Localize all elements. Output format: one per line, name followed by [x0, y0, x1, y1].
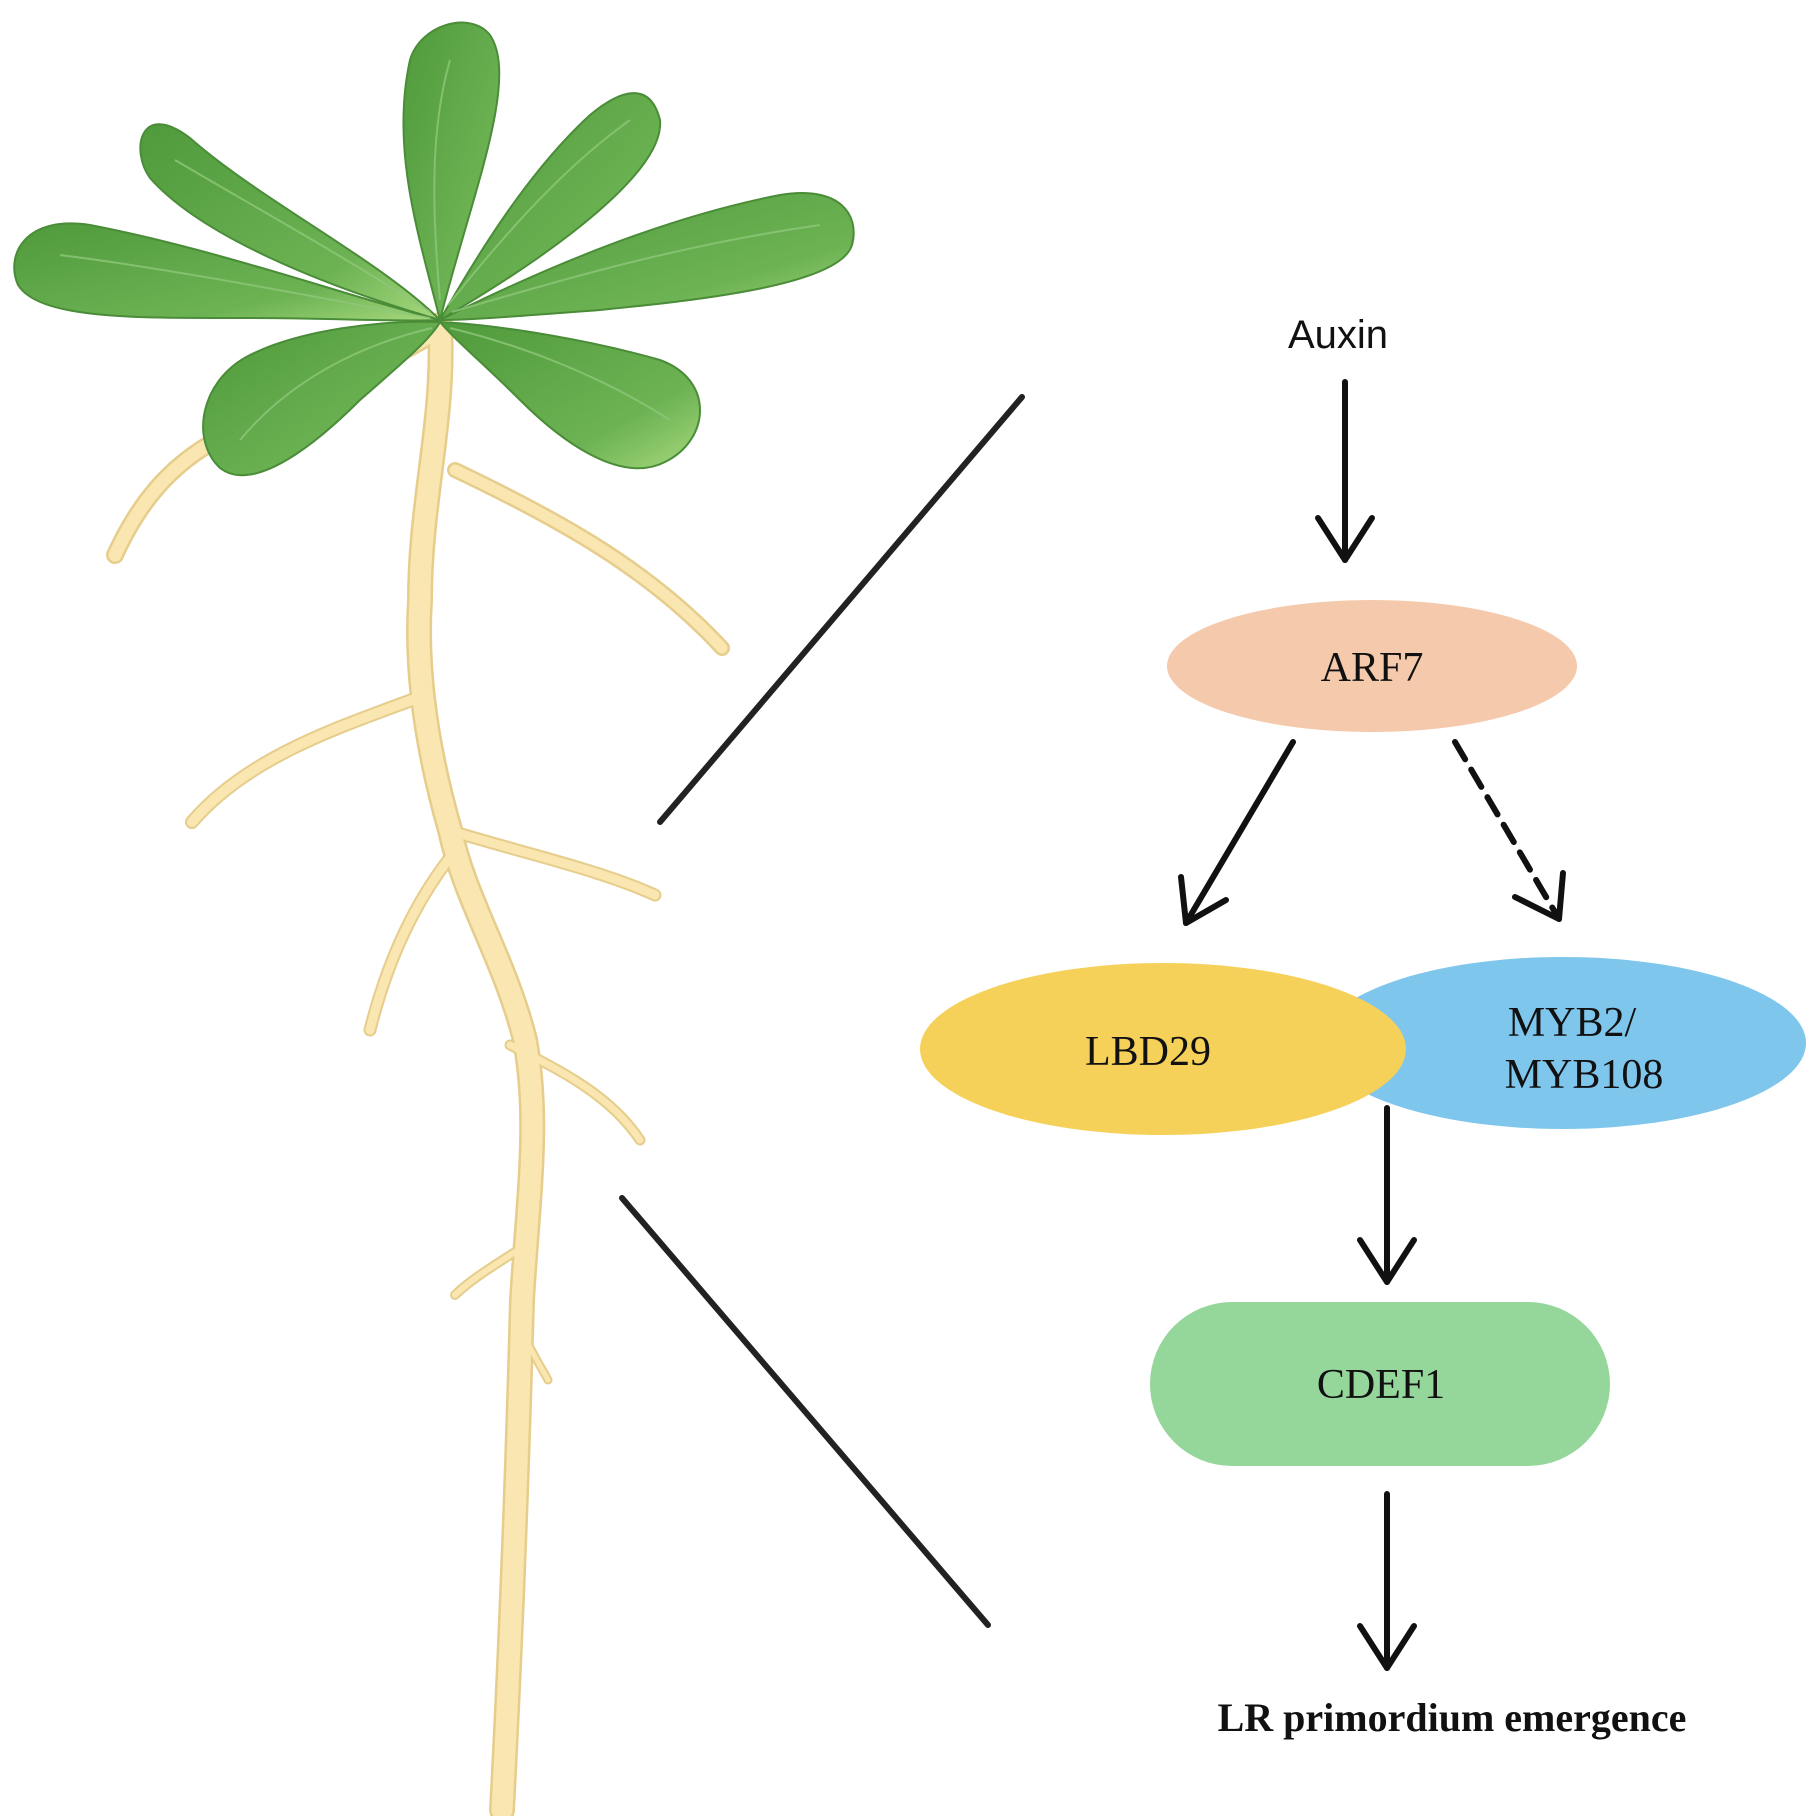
root-system [106, 312, 730, 1816]
plant-illustration [13, 21, 855, 1816]
cdef1-label: CDEF1 [1317, 1362, 1445, 1408]
pathway-edges [1178, 379, 1566, 1671]
cdef1-node [1150, 1302, 1610, 1466]
myb-node [1320, 957, 1806, 1129]
arf7-node [1167, 600, 1577, 732]
auxin-label: Auxin [1288, 313, 1388, 357]
zoom-line-top [657, 394, 1025, 825]
leaf-veins [59, 59, 821, 441]
edge-arf7-myb [1452, 739, 1566, 922]
outcome-label: LR primordium emergence [1218, 1695, 1687, 1740]
zoom-line-bottom [619, 1195, 991, 1628]
lbd29-node [920, 963, 1406, 1135]
edge-cdef1-outcome [1357, 1491, 1417, 1671]
edge-arf7-lbd29 [1178, 739, 1296, 926]
myb-label-line2: MYB108 [1505, 1052, 1664, 1098]
edge-auxin-arf7 [1315, 379, 1375, 563]
arf7-label: ARF7 [1321, 645, 1424, 691]
lbd29-label: LBD29 [1085, 1029, 1211, 1075]
pathway-diagram: Auxin ARF7 LBD29 MYB2/ MYB108 CDEF1 LR p… [920, 313, 1806, 1740]
zoom-guide-lines [619, 394, 1025, 1628]
edge-complex-cdef1 [1357, 1105, 1417, 1285]
myb-label-line1: MYB2/ [1508, 1000, 1637, 1046]
